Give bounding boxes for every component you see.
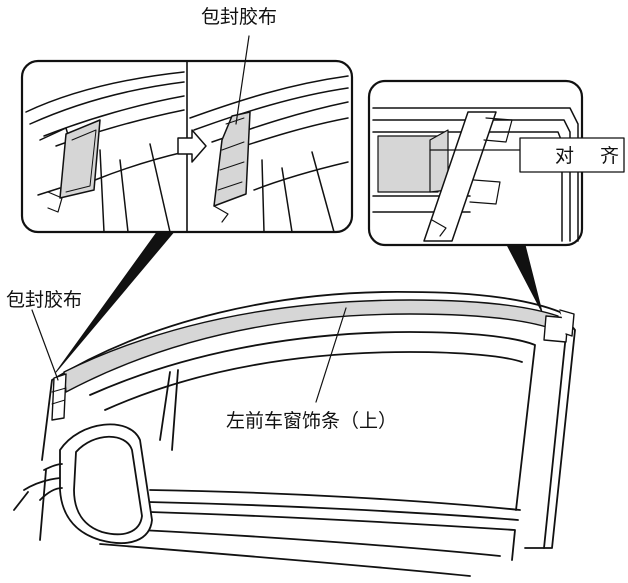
side-mirror bbox=[39, 423, 153, 544]
label-tape-top: 包封胶布 bbox=[201, 6, 278, 28]
tape-piece-rear bbox=[543, 309, 575, 343]
inset-after-panel bbox=[189, 35, 349, 233]
right-arrow-icon bbox=[177, 129, 207, 163]
leader-molding bbox=[315, 307, 347, 403]
door-window-illustration bbox=[13, 291, 576, 577]
label-align: 对 齐 bbox=[555, 145, 628, 167]
leader-lines bbox=[31, 307, 347, 403]
upper-window-molding bbox=[63, 299, 559, 393]
inset-before-panel bbox=[25, 71, 185, 233]
label-molding: 左前车窗饰条（上） bbox=[226, 410, 398, 432]
align-callout-box bbox=[429, 137, 625, 173]
tape-piece-front bbox=[51, 373, 67, 421]
detail-inset-left bbox=[20, 35, 354, 234]
leader-tape-left bbox=[31, 309, 59, 381]
label-tape-left: 包封胶布 bbox=[6, 289, 83, 311]
detail-inset-right bbox=[367, 79, 625, 247]
